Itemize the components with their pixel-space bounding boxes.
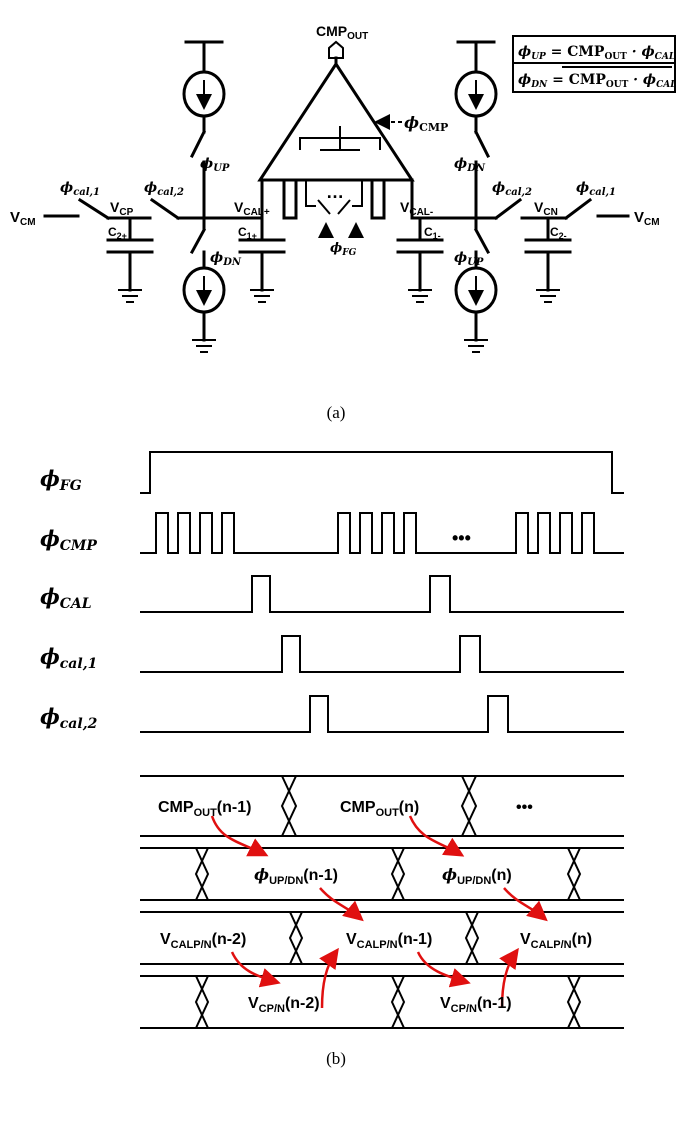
signal-label-2: ϕCAL: [40, 584, 92, 612]
equation-dn: ϕDN = CMPOUT · ϕCAL: [518, 72, 677, 90]
circuit-diagram: CMPOUT ϕCMP ϕUP = CMPOUT · ϕCAL ϕDN = CM…: [10, 23, 677, 422]
vcal-plus-label: VCAL+: [234, 199, 270, 218]
fg-ellipsis: …: [326, 182, 344, 202]
bus-row4-0: VCP/N(n-2): [248, 995, 320, 1015]
vcal-minus-label: VCAL-: [400, 199, 433, 218]
signal-label-3: ϕcal,1: [40, 644, 97, 672]
bus-row2-0: ϕUP/DN(n-1): [254, 865, 338, 887]
bus-row3-2: VCALP/N(n): [520, 931, 592, 951]
signal-label-0: ϕFG: [40, 466, 82, 494]
comparator: [257, 40, 415, 182]
bus-row1-ellipsis: •••: [516, 799, 533, 816]
phi-cal2-right: ϕcal,2: [492, 180, 532, 198]
phi-cal1-right: ϕcal,1: [576, 180, 616, 198]
dep-arrow-8: [499, 947, 519, 1009]
bus-row3-1: VCALP/N(n-1): [346, 931, 432, 951]
equation-box: ϕUP = CMPOUT · ϕCAL ϕDN = CMPOUT · ϕCAL: [512, 35, 677, 93]
phi-fg-circuit: ϕFG: [330, 241, 357, 258]
dep-arrow-4: [503, 887, 548, 922]
bus-row3-0: VCALP/N(n-2): [160, 931, 246, 951]
dep-arrow-1: [210, 815, 269, 857]
vcm-left-label: VCM: [10, 209, 36, 228]
phi-dn-left: ϕDN: [210, 250, 242, 268]
c1-plus-label: C1+: [238, 225, 257, 241]
phi-cal1-left: ϕcal,1: [60, 180, 100, 198]
bus-row1-1: CMPOUT(n): [340, 799, 419, 819]
c2-plus-label: C2+: [108, 225, 127, 241]
caption-a: (a): [327, 403, 346, 422]
bus-row1-0: CMPOUT(n-1): [158, 799, 251, 819]
dep-arrow-7: [319, 947, 339, 1009]
fg-switches: [282, 178, 386, 238]
timing-diagram: ϕFG ϕCMP ϕCAL ϕcal,1 ϕcal,2 •••: [40, 451, 624, 733]
c2-minus-label: C2-: [550, 225, 567, 241]
dep-arrow-3: [319, 887, 364, 922]
c1-minus-label: C1-: [424, 225, 441, 241]
vcn-label: VCN: [534, 199, 558, 218]
phi-dn-right: ϕDN: [454, 156, 486, 174]
phi-up-right: ϕUP: [454, 250, 484, 268]
wave-phi-cal1: [140, 635, 624, 673]
wave-phi-fg: [140, 451, 624, 494]
wave-phi-cal2: [140, 695, 624, 733]
caption-b: (b): [326, 1049, 346, 1068]
dep-arrow-6: [416, 951, 471, 988]
phi-up-left: ϕUP: [200, 156, 230, 174]
bus-row2-1: ϕUP/DN(n): [442, 865, 512, 887]
phi-cal2-left: ϕcal,2: [144, 180, 184, 198]
vcp-label: VCP: [110, 199, 134, 218]
phi-cmp-label: ϕCMP: [404, 113, 448, 134]
equation-up: ϕUP = CMPOUT · ϕCAL: [518, 44, 675, 62]
bus-diagram: CMPOUT(n-1) CMPOUT(n) ••• ϕUP/DN(n-1) ϕU…: [140, 775, 624, 1068]
dep-arrow-2: [408, 815, 465, 857]
bus-row4-1: VCP/N(n-1): [440, 995, 512, 1015]
wave-phi-cmp: [140, 512, 624, 554]
right-path: [396, 40, 630, 353]
vcm-right-label: VCM: [634, 209, 660, 228]
cmp-out-label: CMPOUT: [316, 23, 368, 42]
timing-ellipsis: •••: [452, 528, 471, 548]
signal-label-4: ϕcal,2: [40, 704, 98, 732]
left-path: [43, 40, 286, 353]
dep-arrow-5: [230, 951, 281, 988]
signal-label-1: ϕCMP: [40, 526, 97, 554]
wave-phi-cal: [140, 575, 624, 613]
